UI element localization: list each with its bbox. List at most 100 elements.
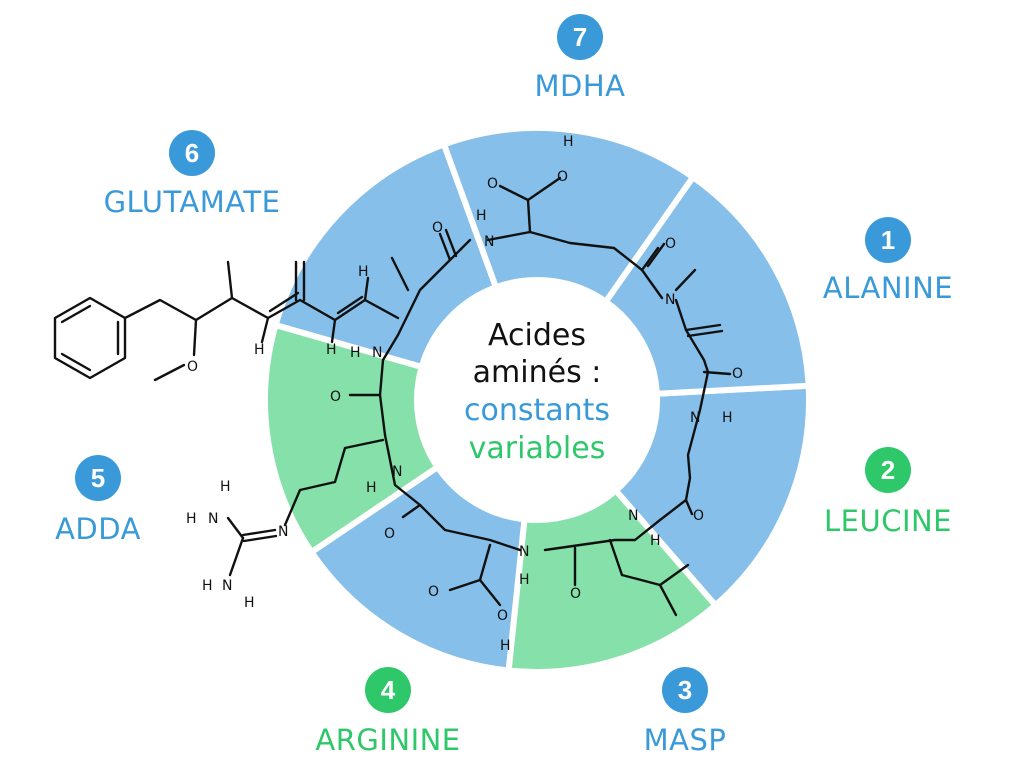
carbonyl-bond: [684, 498, 694, 516]
atom-h: H: [358, 264, 369, 280]
arginine-side-bond: [283, 438, 385, 527]
number-badge: [75, 455, 121, 501]
atom-o: O: [432, 220, 443, 236]
atom-h: H: [366, 480, 377, 496]
atom-n: N: [665, 292, 675, 308]
phenyl-double-bond: [60, 304, 92, 324]
center-disc: [417, 280, 657, 520]
atom-labels: H O O H N O O N O N H O N H N H O O O H …: [186, 134, 743, 654]
atom-n: N: [484, 234, 494, 250]
acid-bond: [526, 198, 532, 234]
backbone-bond: [543, 298, 710, 552]
carbonyl-bond: [401, 503, 422, 519]
number-badge-text: 6: [185, 138, 199, 168]
backbone-bond: [378, 238, 522, 552]
segment-label-7: 7 MDHA: [535, 14, 626, 103]
n-methyl-bond: [674, 268, 697, 292]
masp-acid-bond: [478, 578, 502, 607]
h-bond: [260, 316, 270, 344]
segment-label-2: 2 LEUCINE: [824, 447, 952, 538]
segment-name: ALANINE: [823, 271, 953, 305]
methylene-bond: [684, 323, 722, 332]
amino-acid-ring: [262, 125, 812, 675]
adda-double-bond: [268, 291, 300, 313]
number-badge-text: 3: [678, 675, 692, 705]
atom-o: O: [384, 526, 395, 542]
atom-o: O: [187, 359, 198, 375]
atom-h: H: [326, 342, 337, 358]
atom-h: H: [244, 595, 255, 611]
atom-o: O: [330, 389, 341, 405]
segment-name: MDHA: [535, 69, 626, 103]
constant-legend-label: constants: [464, 393, 610, 428]
atom-o: O: [732, 366, 743, 382]
carbonyl-bond: [444, 228, 458, 258]
atom-h: H: [476, 208, 487, 224]
segment-label-6: 6 GLUTAMATE: [104, 130, 281, 219]
center-title-line1: Acides: [488, 318, 586, 353]
carbonyl-bond: [640, 246, 660, 272]
atom-h: H: [563, 134, 574, 150]
acid-bond: [498, 184, 530, 202]
atom-n: N: [628, 508, 638, 524]
atom-h: H: [650, 533, 661, 549]
segment-name: LEUCINE: [824, 504, 952, 538]
variable-legend-label: variables: [469, 431, 606, 466]
atom-h: H: [500, 638, 511, 654]
atom-n: N: [208, 511, 218, 527]
number-badge: [865, 217, 911, 263]
atom-o: O: [497, 608, 508, 624]
segment-label-1: 1 ALANINE: [823, 217, 953, 305]
h-bond: [363, 276, 370, 302]
guanidine-bond: [241, 528, 277, 537]
masp-acid-bond: [448, 578, 482, 592]
atom-n: N: [278, 524, 288, 540]
leucine-side-bond: [608, 538, 624, 577]
molecule-bonds: [53, 176, 732, 617]
atom-n: N: [222, 578, 232, 594]
segment-labels: 1 ALANINE 2 LEUCINE 3 MASP 4 ARGININE 5 …: [55, 14, 953, 757]
segment-alanine: [611, 382, 812, 610]
atom-o: O: [557, 169, 568, 185]
atom-n: N: [392, 464, 402, 480]
atom-n: N: [372, 345, 382, 361]
guanidine-bond: [242, 534, 278, 543]
carbonyl-bond: [702, 370, 732, 376]
segment-label-5: 5 ADDA: [55, 455, 141, 546]
number-badge: [662, 667, 708, 713]
atom-h: H: [254, 342, 265, 358]
segment-name: ADDA: [55, 512, 141, 546]
adda-methyl-bond: [390, 256, 410, 292]
adda-double-bond: [336, 295, 364, 315]
number-badge: [557, 14, 603, 60]
masp-acid-bond: [478, 543, 492, 582]
acid-bond: [526, 176, 562, 202]
number-badge: [169, 130, 215, 176]
leucine-side-bond: [620, 573, 662, 587]
h-bond: [330, 318, 337, 344]
segment-name: GLUTAMATE: [104, 185, 281, 219]
adda-methyl-bond: [226, 260, 234, 300]
atom-o: O: [693, 508, 704, 524]
methylene-bond: [686, 329, 724, 338]
leucine-side-bond: [658, 563, 690, 587]
segment-label-3: 3 MASP: [644, 667, 726, 757]
backbone-bond: [486, 230, 664, 300]
phenyl-double-bond: [60, 352, 92, 372]
segment-name: ARGININE: [315, 723, 460, 757]
number-badge-text: 5: [91, 463, 105, 493]
atom-o: O: [665, 236, 676, 252]
atom-o: O: [428, 584, 439, 600]
guanidine-bond: [228, 536, 245, 577]
atom-h: H: [220, 479, 231, 495]
methoxy-bond: [153, 363, 186, 382]
guanidine-bond: [226, 516, 245, 540]
atom-h: H: [202, 578, 213, 594]
number-badge-text: 7: [573, 22, 587, 52]
phenyl-ring: [53, 296, 127, 380]
number-badge: [365, 667, 411, 713]
carbonyl-bond: [646, 242, 666, 268]
atom-h: H: [350, 345, 361, 361]
